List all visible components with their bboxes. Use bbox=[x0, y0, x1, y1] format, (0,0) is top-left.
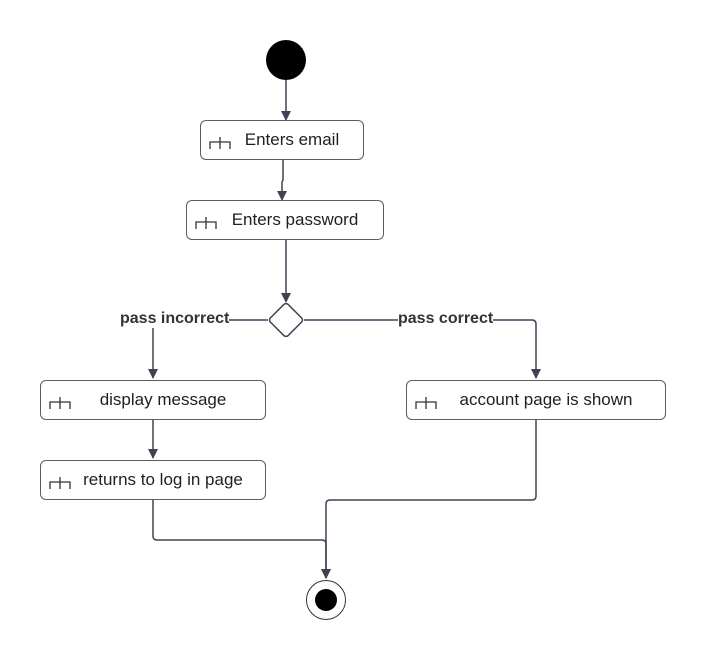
activity-label: account page is shown bbox=[459, 390, 633, 409]
decision-diamond-icon bbox=[268, 302, 304, 338]
activity-returns-to-login: returns to log in page bbox=[40, 460, 266, 500]
activity-display-message: display message bbox=[40, 380, 266, 420]
activity-account-page: account page is shown bbox=[406, 380, 666, 420]
activity-fork-icon bbox=[209, 137, 231, 149]
activity-label: Enters email bbox=[244, 130, 340, 149]
edge-returns-to-end bbox=[152, 500, 331, 579]
edge-decision-to-display bbox=[148, 319, 268, 379]
final-node-icon bbox=[306, 580, 346, 620]
activity-fork-icon bbox=[49, 477, 71, 489]
guard-pass-correct: pass correct bbox=[398, 310, 494, 328]
edge-decision-to-account bbox=[304, 319, 541, 379]
activity-fork-icon bbox=[415, 397, 437, 409]
initial-node-icon bbox=[266, 40, 306, 80]
activity-label: display message bbox=[99, 390, 227, 409]
final-node-core bbox=[315, 589, 337, 611]
activity-enters-email: Enters email bbox=[200, 120, 364, 160]
edge-account-to-end bbox=[321, 420, 537, 579]
guard-pass-incorrect: pass incorrect bbox=[120, 310, 230, 328]
activity-label: Enters password bbox=[231, 210, 359, 229]
activity-enters-password: Enters password bbox=[186, 200, 384, 240]
activity-fork-icon bbox=[195, 217, 217, 229]
edge-email-to-password bbox=[277, 160, 287, 201]
activity-fork-icon bbox=[49, 397, 71, 409]
activity-label: returns to log in page bbox=[83, 470, 243, 489]
